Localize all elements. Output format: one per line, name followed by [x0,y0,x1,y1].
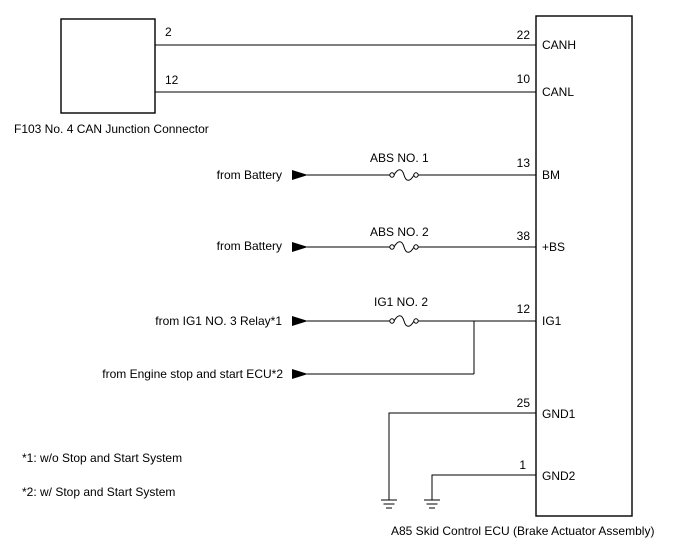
source-battery-1: from Battery [217,168,282,182]
ecu-pin-canl: 10 [517,72,531,86]
ecu-terminal-canl: CANL [542,85,574,99]
source-battery-2: from Battery [217,239,282,253]
arrow-icon [292,316,308,326]
ecu-terminal-canh: CANH [542,38,576,52]
ecu-pin-bs: 38 [517,229,531,243]
junction-pin-canh: 2 [165,25,172,39]
ecu-pin-bm: 13 [517,156,531,170]
fuse-label-ig1: IG1 NO. 2 [374,295,428,309]
source-ig1-relay: from IG1 NO. 3 Relay*1 [155,314,282,328]
fuse-label-abs2: ABS NO. 2 [370,225,429,239]
ecu-pin-ig1: 12 [517,302,531,316]
ecu-terminal-bm: BM [542,168,560,182]
ecu-label: A85 Skid Control ECU (Brake Actuator Ass… [391,524,654,538]
ecu-box [535,15,633,517]
fuse-icon [389,241,419,253]
fuse-icon [389,169,419,181]
ecu-pin-gnd2: 1 [519,458,526,472]
arrow-icon [292,170,308,180]
ecu-terminal-ig1: IG1 [542,314,562,328]
junction-pin-canl: 12 [165,73,179,87]
ecu-terminal-gnd1: GND1 [542,407,576,421]
junction-connector-label: F103 No. 4 CAN Junction Connector [14,122,209,136]
fuse-icon [389,315,419,327]
gnd2-wire [431,474,536,500]
ecu-terminal-gnd2: GND2 [542,469,576,483]
source-engine-ecu: from Engine stop and start ECU*2 [102,367,283,381]
gnd1-wire [388,412,536,500]
fuse-label-abs1: ABS NO. 1 [370,151,429,165]
junction-connector-box [60,18,156,114]
note-1: *1: w/o Stop and Start System [22,451,182,465]
ecu-pin-canh: 22 [517,28,531,42]
note-2: *2: w/ Stop and Start System [22,485,175,499]
arrow-icon [292,369,308,379]
ecu-terminal-bs: +BS [542,240,565,254]
ground-icon [424,499,440,509]
ecu-pin-gnd1: 25 [517,396,531,410]
arrow-icon [292,242,308,252]
ground-icon [381,499,397,509]
